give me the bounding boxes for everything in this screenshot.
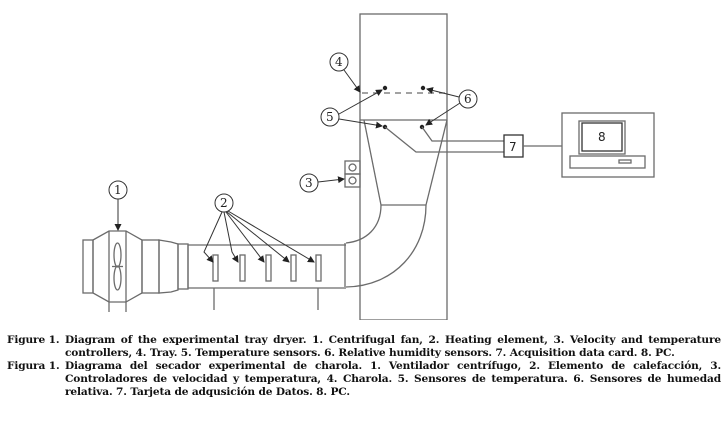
fan-blade [113, 242, 122, 268]
heating-element [265, 254, 272, 282]
fan-blade [113, 265, 122, 291]
caption-english: Figure 1. Diagram of the experimental tr… [7, 334, 721, 360]
controllers [344, 160, 361, 188]
caption-spanish-label: Figura 1. [7, 360, 60, 372]
svg-text:1: 1 [114, 183, 122, 197]
callout-2: 2 [203, 193, 315, 263]
callout-5: 5 [320, 89, 383, 129]
temperature-sensor-top [382, 85, 388, 91]
sensors [382, 85, 504, 153]
svg-text:2: 2 [220, 196, 228, 210]
heating-element [239, 254, 246, 282]
acquisition-data-card: 7 [503, 134, 562, 158]
svg-text:4: 4 [335, 55, 343, 69]
heating-element [212, 254, 219, 282]
caption-english-label: Figure 1. [7, 334, 60, 346]
svg-text:6: 6 [464, 92, 472, 106]
callout-4: 4 [329, 52, 361, 93]
callout-3: 3 [299, 173, 345, 193]
pc-screen-label: 8 [598, 130, 606, 144]
centrifugal-fan [82, 230, 189, 312]
callout-6: 6 [425, 87, 478, 126]
drying-chamber [359, 13, 448, 320]
heating-element [315, 254, 322, 282]
callout-1: 1 [108, 180, 128, 231]
tray-dryer-diagram: 7 8 1 2 3 4 5 [82, 13, 655, 320]
heating-element [290, 254, 297, 282]
caption-spanish-text: Diagrama del secador experimental de cha… [65, 360, 721, 398]
svg-text:5: 5 [326, 110, 334, 124]
caption-spanish: Figura 1. Diagrama del secador experimen… [7, 360, 721, 399]
elbow-duct [344, 204, 427, 288]
daq-label: 7 [509, 140, 517, 154]
heating-duct [187, 244, 346, 310]
caption-english-text: Diagram of the experimental tray dryer. … [65, 334, 721, 359]
pc: 8 [561, 112, 655, 178]
humidity-sensor-top [420, 85, 426, 91]
svg-text:3: 3 [305, 176, 313, 190]
